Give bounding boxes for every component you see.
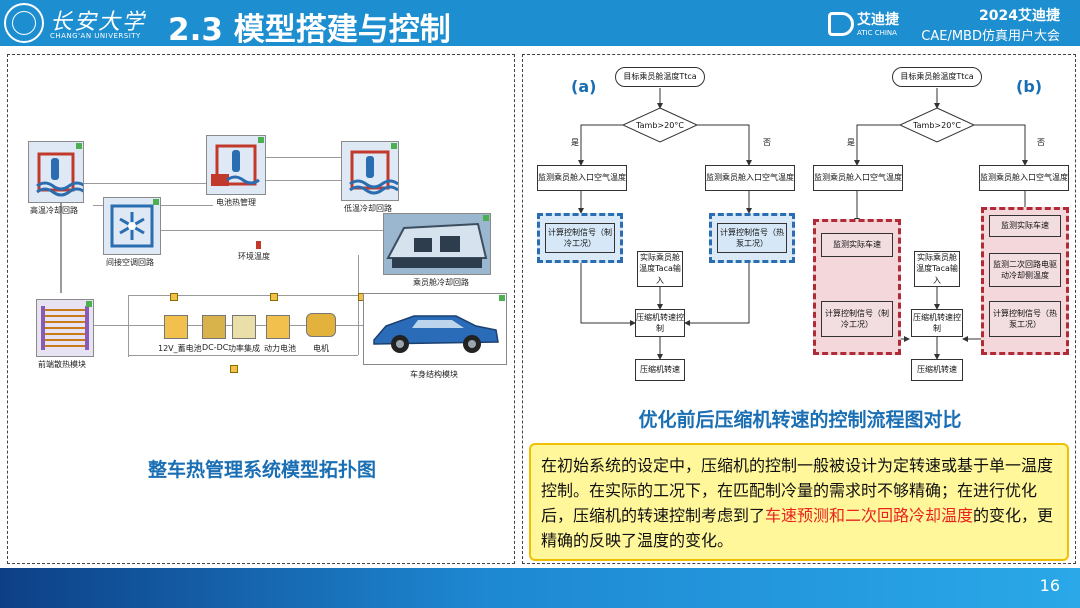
junction-node-icon[interactable] <box>230 365 238 373</box>
topology-panel: 高温冷却回路 电池热管理 低温冷却回路 <box>7 54 515 564</box>
indirect-ac-loop-label: 间接空调回路 <box>106 258 154 267</box>
front-radiator-block[interactable] <box>36 299 94 357</box>
flowchart-panel: (a) (b) 目标乘员舱温度Ttca Tamb>20°C 是 否 监测乘员舱入… <box>522 54 1076 564</box>
flowchart-connectors <box>578 88 1028 360</box>
cabin-cooling-loop-label: 乘员舱冷却回路 <box>413 278 469 287</box>
topology-caption: 整车热管理系统模型拓扑图 <box>147 459 376 481</box>
flow-b-right-speed: 监测实际车速 <box>989 215 1061 237</box>
description-box: 在初始系统的设定中，压缩机的控制一般被设计为定转速或基于单一温度控制。在实际的工… <box>529 443 1069 561</box>
motor-icon[interactable] <box>306 313 336 337</box>
flow-b-right-monitor: 监测乘员舱入口空气温度 <box>979 165 1069 191</box>
connector-line <box>128 295 358 296</box>
ambient-temp-label: 环境温度 <box>238 252 270 261</box>
indirect-ac-loop-block[interactable] <box>103 197 161 255</box>
atic-name-en: ATIC CHINA <box>857 29 897 37</box>
connector-line <box>128 295 129 357</box>
dcdc-label: DC-DC <box>202 343 229 352</box>
car-interior-icon <box>384 214 490 274</box>
flow-b-decision: Tamb>20°C <box>913 120 961 130</box>
flow-b-no-label: 否 <box>1037 138 1045 147</box>
connector-line <box>263 157 343 158</box>
slide-title: 2.3 模型搭建与控制 <box>168 12 451 48</box>
footer-bar: 16 <box>0 568 1080 608</box>
flow-b-yes-label: 是 <box>847 138 855 147</box>
flow-a-right-monitor: 监测乘员舱入口空气温度 <box>705 165 795 191</box>
flow-a-left-monitor: 监测乘员舱入口空气温度 <box>537 165 627 191</box>
university-name-en: CHANG'AN UNIVERSITY <box>50 32 141 40</box>
flow-b-left-speed: 监测实际车速 <box>821 233 893 257</box>
thermometer-wave-icon <box>29 142 86 202</box>
snowflake-icon <box>104 198 160 254</box>
conference-title: 2024艾迪捷 <box>979 8 1060 24</box>
body-structure-label: 车身结构模块 <box>410 370 458 379</box>
university-name: 长安大学 <box>50 10 147 35</box>
page-number: 16 <box>1039 576 1060 595</box>
connector-line <box>60 183 210 184</box>
connector-line <box>263 180 343 181</box>
flow-a-actual-temp: 实际乘员舱温度Taca输入 <box>637 251 683 287</box>
power-battery-label: 动力电池 <box>264 344 296 353</box>
low-temp-loop-label: 低温冷却回路 <box>344 204 392 213</box>
flow-b-actual-temp: 实际乘员舱温度Taca输入 <box>914 251 960 287</box>
flow-b-speed: 压缩机转速 <box>911 359 963 381</box>
car-body-icon <box>364 294 506 364</box>
header-bar: 长安大学 CHANG'AN UNIVERSITY 2.3 模型搭建与控制 艾迪捷… <box>0 0 1080 48</box>
flow-a-no-label: 否 <box>763 138 771 147</box>
dcdc-converter-icon[interactable] <box>202 315 226 339</box>
motor-label: 电机 <box>313 344 329 353</box>
description-text-2: 的变化，更精确的反映了温度的变化。 <box>541 506 1054 550</box>
connector-line <box>60 183 62 293</box>
flow-a-speed: 压缩机转速 <box>635 359 685 381</box>
tag-a: (a) <box>571 77 597 96</box>
thermometer-wave-icon <box>342 142 399 200</box>
battery-12v-icon[interactable] <box>164 315 188 339</box>
battery-thermometer-icon <box>207 136 265 194</box>
tag-b: (b) <box>1016 77 1043 96</box>
flowchart-caption: 优化前后压缩机转速的控制流程图对比 <box>638 409 962 431</box>
flow-a-yes-label: 是 <box>571 138 579 147</box>
flow-a-start: 目标乘员舱温度Ttca <box>615 67 705 87</box>
high-temp-loop-label: 高温冷却回路 <box>30 206 78 215</box>
low-temp-loop-block[interactable] <box>341 141 399 201</box>
connector-line <box>358 255 359 355</box>
description-text-1: 在初始系统的设定中，压缩机的控制一般被设计为定转速或基于单一温度控制。在实际的工… <box>541 456 1054 525</box>
conference-subtitle: CAE/MBD仿真用户大会 <box>921 29 1060 44</box>
connector-line <box>93 325 363 326</box>
front-radiator-label: 前端散热模块 <box>38 360 86 369</box>
flow-b-left-calc: 计算控制信号（制冷工况） <box>821 301 893 337</box>
flow-b-speed-control: 压缩机转速控制 <box>911 309 963 337</box>
ambient-sensor-icon[interactable] <box>256 241 261 249</box>
flow-b-start: 目标乘员舱温度Ttca <box>892 67 982 87</box>
junction-node-icon[interactable] <box>170 293 178 301</box>
high-temp-loop-block[interactable] <box>28 141 86 203</box>
description-highlight: 车速预测和二次回路冷却温度 <box>765 506 974 525</box>
body-structure-block[interactable] <box>363 293 507 365</box>
power-integration-icon[interactable] <box>232 315 256 339</box>
flow-b-right-loop-temp: 监测二次回路电驱动冷却侧温度 <box>989 253 1061 287</box>
flow-a-left-calc: 计算控制信号（制冷工况） <box>545 223 615 253</box>
battery-thermal-block[interactable] <box>206 135 266 195</box>
power-integration-label: 功率集成 <box>228 344 260 353</box>
connector-line <box>128 355 358 356</box>
university-seal-icon <box>4 3 44 43</box>
flow-b-right-calc: 计算控制信号（热泵工况） <box>989 301 1061 337</box>
flow-a-right-calc: 计算控制信号（热泵工况） <box>717 223 787 253</box>
connector-line <box>158 230 383 231</box>
battery-12v-label: 12V_蓄电池 <box>158 344 202 353</box>
battery-thermal-label: 电池热管理 <box>216 198 256 207</box>
atic-name: 艾迪捷 <box>857 12 899 28</box>
flow-a-speed-control: 压缩机转速控制 <box>635 309 685 337</box>
atic-logo-icon <box>828 12 854 36</box>
cabin-cooling-loop-block[interactable] <box>383 213 491 275</box>
flow-b-left-monitor: 监测乘员舱入口空气温度 <box>813 165 903 191</box>
power-battery-icon[interactable] <box>266 315 290 339</box>
flow-a-decision: Tamb>20°C <box>636 120 684 130</box>
radiator-icon <box>37 300 93 356</box>
junction-node-icon[interactable] <box>270 293 278 301</box>
